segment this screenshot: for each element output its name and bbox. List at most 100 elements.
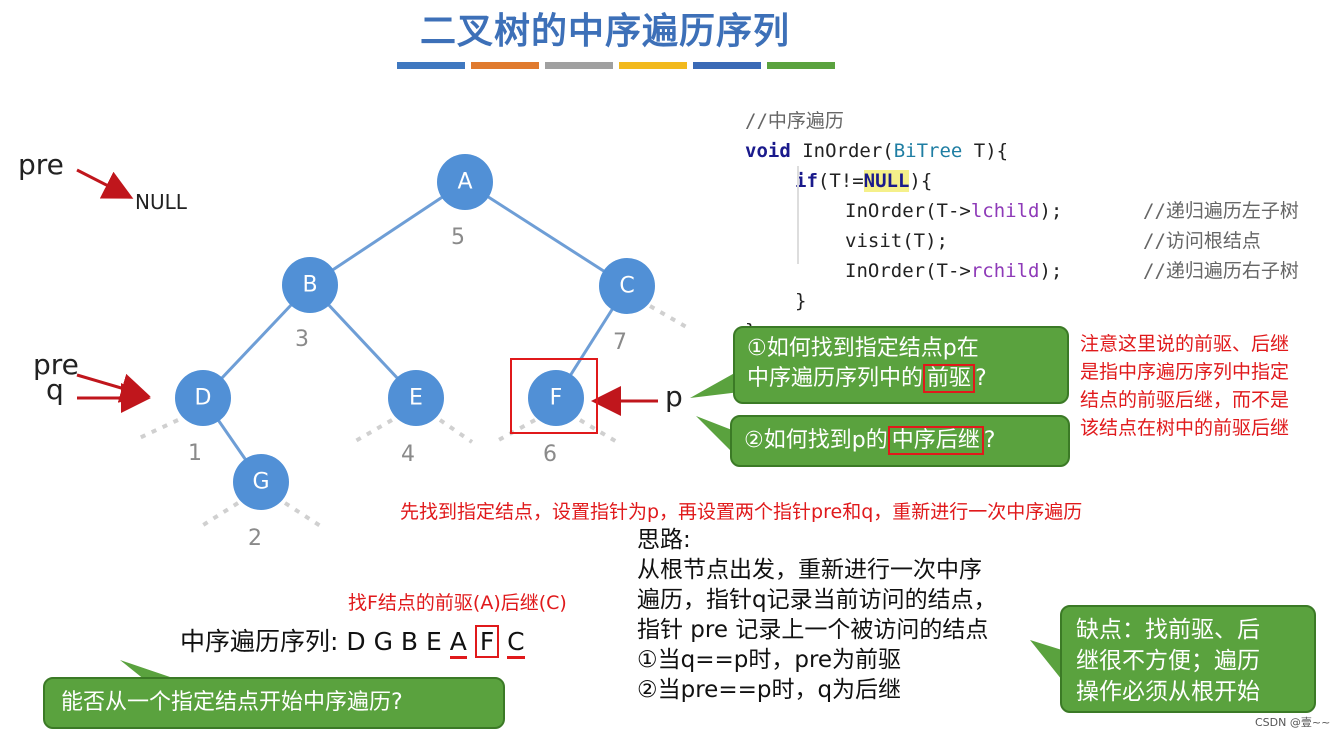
page-title: 二叉树的中序遍历序列 [420,11,791,52]
tree-node-label: E [409,386,423,411]
null-link [351,418,393,445]
tree-node-d [175,370,231,426]
null-label: NULL [135,190,187,214]
code-line-4: visit(T); //访问根结点 [745,226,1261,256]
thinking-block: 思路: 从根节点出发，重新进行一次中序 遍历，指针q记录当前访问的结点， 指针 … [637,525,997,705]
question-bubble-bottom: 能否从一个指定结点开始中序遍历? [43,677,505,729]
thinking-line: ①当q==p时，pre为前驱 [637,647,902,673]
null-link [494,418,536,444]
tree-edge [464,180,628,288]
null-link [134,418,179,442]
code-text: ); [1039,260,1063,282]
tree-node-label: C [619,274,634,299]
bubble-tail [690,370,740,398]
code-text: ); [1039,200,1063,222]
thinking-line: 从根节点出发，重新进行一次中序 [637,557,982,583]
null-link [198,501,240,529]
tree-edges [201,180,629,483]
code-field: rchild [970,260,1040,282]
question-bubble-2: ②如何找到p的中序后继? [730,415,1070,467]
code-text: T){ [962,140,1009,162]
circle-number: ① [747,336,767,361]
inorder-index: 5 [451,225,465,250]
color-bar [619,62,687,69]
code-comment: //中序遍历 [745,110,844,132]
tree-node-label: G [252,470,269,495]
node-f-highlight [510,358,598,434]
tree-node-a [437,154,493,210]
red-instruction: 先找到指定结点，设置指针为p，再设置两个指针pre和q，重新进行一次中序遍历 [400,501,1083,523]
successor-highlight: 中序后继 [887,426,984,455]
tree-node-c [599,258,655,314]
inorder-index: 4 [401,442,415,467]
bubble1-line1: ①如何找到指定结点p在 [747,334,1055,364]
code-comment: //递归遍历左子树 [1143,200,1299,222]
tree-node-f [528,370,584,426]
thinking-line: 指针 pre 记录上一个被访问的结点 [637,617,989,643]
bubble2-text: 如何找到p的 [763,428,888,453]
tree-node-label: F [550,386,563,411]
code-text: InOrder( [790,140,894,162]
p-label: p [665,380,683,413]
code-type: BiTree [893,140,963,162]
bubble1-text: 如何找到指定结点p在 [766,336,979,361]
color-bar [397,62,465,69]
tree-edge [309,180,466,287]
note-line: 是指中序遍历序列中指定 [1080,361,1290,383]
color-bars [397,62,835,69]
null-link [283,501,324,529]
note-line: 注意这里说的前驱、后继 [1080,333,1290,355]
code-text: InOrder(T-> [845,260,971,282]
code-text: ){ [909,170,933,192]
thinking-line: ②当pre==p时，q为后继 [637,677,902,703]
cons-line: 继很不方便；遍历 [1076,648,1260,674]
sequence-target: F [474,625,500,658]
tree-node-g [233,454,289,510]
pre-null-arrow [76,168,134,199]
inorder-index: 3 [295,327,309,352]
thinking-head: 思路: [637,527,691,553]
code-text: InOrder(T-> [845,200,971,222]
code-text: (T!= [817,170,864,192]
pre-top-label: pre [18,148,64,181]
bubble1-text: 中序遍历序列中的 [747,366,924,391]
bubble2-text: ? [983,428,996,453]
tree-node-label: B [302,273,317,298]
thinking-line: 遍历，指针q记录当前访问的结点， [637,587,997,613]
code-line-5: InOrder(T->rchild);//递归遍历右子树 [745,256,1299,286]
color-bar [471,62,539,69]
note-line: 该结点在树中的前驱后继 [1080,417,1290,439]
code-keyword: void [745,140,791,162]
code-line-1: void InOrder(BiTree T){ [745,136,1062,166]
cons-line: 操作必须从根开始 [1076,679,1260,705]
tree-node-label: D [195,386,212,411]
null-links [134,304,690,529]
code-keyword: if [795,170,818,192]
inorder-index: 7 [613,330,627,355]
inorder-sequence: 中序遍历序列: D G B E A F C [180,622,525,659]
code-line-2: if(T!=NULL){ [745,166,1062,196]
color-bar [767,62,835,69]
null-link [438,418,474,444]
code-field: lchild [970,200,1040,222]
code-line-3: InOrder(T->lchild); //递归遍历左子树 [745,196,1299,226]
bubble1-text: ? [975,366,987,391]
color-bar [693,62,761,69]
tree-node-e [388,370,444,426]
code-comment: //访问根结点 [1143,230,1261,252]
circle-number: ② [744,428,764,453]
tree-node-label: A [457,170,472,195]
code-indent-guide [797,166,799,264]
note-right: 注意这里说的前驱、后继 是指中序遍历序列中指定 结点的前驱后继，而不是 该结点在… [1080,330,1289,442]
code-text: visit(T); [845,230,948,252]
null-link [648,304,690,330]
cons-bubble: 缺点：找前驱、后 继很不方便；遍历 操作必须从根开始 [1060,605,1316,713]
code-line-6: } [795,290,807,312]
sequence-label: 中序遍历序列: [180,627,339,656]
sequence-successor: C [507,627,525,659]
pre-arrow [76,373,151,403]
watermark: CSDN @壹~~ [1255,716,1331,729]
inorder-index: 2 [248,526,262,551]
